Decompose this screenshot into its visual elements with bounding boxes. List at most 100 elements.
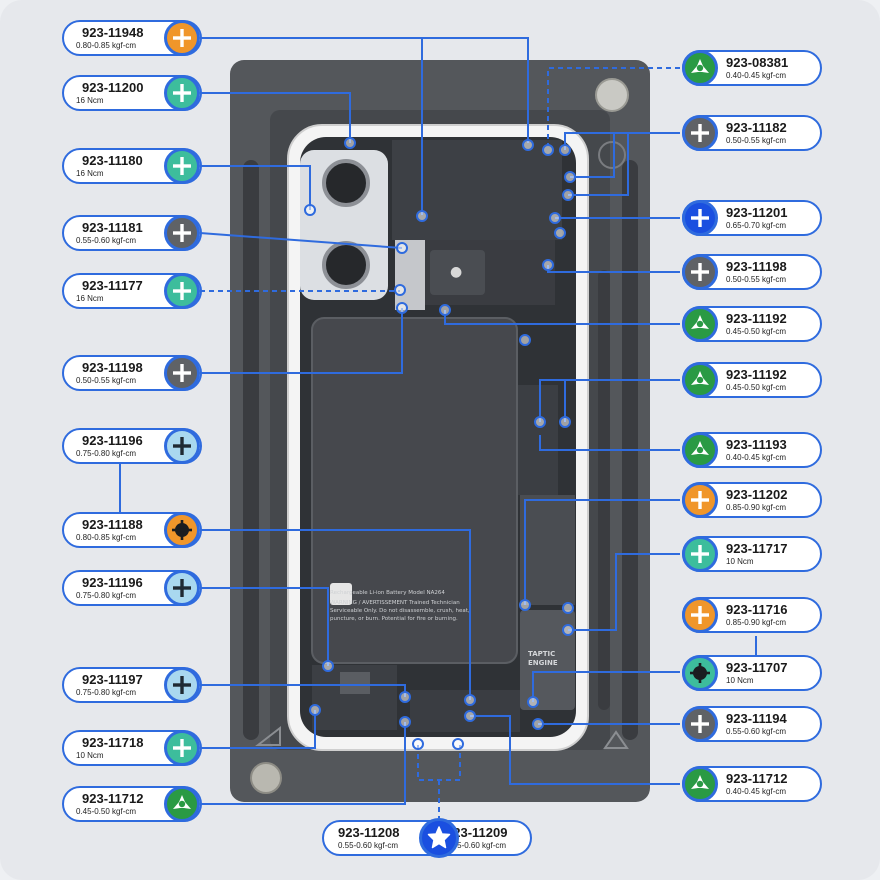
phillips-screw-icon (682, 597, 718, 633)
phillips-screw-icon (164, 428, 200, 464)
phillips-screw-icon-glyph (691, 491, 709, 509)
phillips-screw-icon (164, 355, 200, 391)
torque-spec: 0.50-0.55 kgf-cm (76, 376, 137, 385)
torque-spec: 0.75-0.80 kgf-cm (76, 449, 137, 458)
part-number: 923-11208 (338, 825, 400, 840)
tri-point-screw-icon (682, 50, 718, 86)
phillips-screw-icon (682, 536, 718, 572)
phillips-screw-icon-glyph (173, 676, 191, 694)
standoff-screw-icon (164, 512, 200, 548)
callout-line (200, 587, 329, 666)
screw-location-marker (519, 599, 531, 611)
torque-spec: 0.55-0.60 kgf-cm (726, 727, 787, 736)
battery-warning-line-1: Rechargeable Li-ion Battery Model NA264 (330, 590, 445, 596)
torque-spec: 10 Ncm (76, 751, 104, 760)
torque-spec: 0.75-0.80 kgf-cm (76, 591, 137, 600)
phillips-screw-icon-glyph (173, 29, 191, 47)
torque-spec: 0.80-0.85 kgf-cm (76, 41, 137, 50)
screw-location-marker (322, 660, 334, 672)
part-number: 923-11712 (726, 771, 788, 786)
screw-location-marker (532, 718, 544, 730)
part-number: 923-11188 (82, 517, 143, 532)
phillips-screw-icon-glyph (173, 437, 191, 455)
tri-point-screw-icon-glyph (691, 371, 709, 385)
screw-location-marker (452, 738, 464, 750)
battery-warning-line-3: Serviceable Only. Do not disassemble, cr… (330, 608, 470, 614)
side-connector-area (518, 385, 558, 495)
screw-location-marker (559, 416, 571, 428)
taptic-label-1: TAPTIC (528, 650, 555, 658)
part-number: 923-11177 (82, 278, 143, 293)
part-number: 923-11196 (82, 575, 143, 590)
phillips-screw-icon-glyph (173, 579, 191, 597)
callout-line (417, 745, 461, 781)
phillips-screw-icon (164, 570, 200, 606)
soc-shield (430, 250, 485, 295)
part-number: 923-11196 (82, 433, 143, 448)
tri-point-screw-icon-glyph (691, 59, 709, 73)
part-number: 923-11209 (446, 825, 508, 840)
callout-line (200, 308, 403, 374)
screw-location-marker (562, 624, 574, 636)
phillips-screw-icon-glyph (691, 209, 709, 227)
phillips-screw-icon-glyph (173, 739, 191, 757)
standoff-screw-icon-glyph (172, 520, 192, 540)
callout-line (200, 684, 406, 697)
screw-location-marker (562, 602, 574, 614)
part-number: 923-11202 (726, 487, 788, 502)
callout-line (200, 722, 406, 805)
callout-line (444, 310, 680, 325)
callout-line (539, 379, 565, 422)
callout-line (568, 133, 629, 196)
torque-spec: 16 Ncm (76, 294, 104, 303)
callout-line (200, 710, 316, 749)
part-number: 923-11193 (726, 437, 787, 452)
screw-location-marker (522, 139, 534, 151)
torque-spec: 10 Ncm (726, 557, 754, 566)
phillips-screw-icon (164, 75, 200, 111)
phillips-screw-icon (682, 200, 718, 236)
screw-location-marker (396, 302, 408, 314)
screw-location-marker (519, 334, 531, 346)
callout-line (524, 499, 680, 605)
torque-spec: 0.40-0.45 kgf-cm (726, 71, 787, 80)
logic-board-top (392, 140, 562, 240)
torque-spec: 0.45-0.50 kgf-cm (726, 383, 787, 392)
fixture-alignment-mark (598, 141, 626, 169)
callout-line (199, 232, 403, 249)
phillips-screw-icon-glyph (173, 282, 191, 300)
side-flex-bracket (520, 495, 575, 605)
callout-line (547, 265, 680, 273)
part-number: 923-11194 (726, 711, 787, 726)
battery-qr-mark (330, 583, 352, 605)
phillips-screw-icon (682, 482, 718, 518)
part-number: 923-11948 (82, 25, 144, 40)
screw-location-marker (399, 716, 411, 728)
tri-point-screw-icon (682, 766, 718, 802)
callout-line (539, 435, 680, 451)
screw-location-marker (562, 189, 574, 201)
tri-point-screw-icon (682, 362, 718, 398)
part-number: 923-11181 (82, 220, 143, 235)
screw-location-marker (396, 242, 408, 254)
battery-warning-line-2: WARNING / AVERTISSEMENT Trained Technici… (330, 600, 460, 606)
phillips-screw-icon-glyph (173, 157, 191, 175)
torque-spec: 0.85-0.90 kgf-cm (726, 618, 787, 627)
callout-line (470, 715, 680, 785)
callout-line (200, 165, 311, 210)
phillips-screw-icon-glyph (173, 84, 191, 102)
tri-point-screw-icon (682, 432, 718, 468)
callout-line (570, 133, 615, 178)
phillips-screw-icon-glyph (691, 545, 709, 563)
fixture-arrow-left (255, 725, 281, 746)
phillips-screw-icon (682, 115, 718, 151)
tri-point-screw-icon (164, 786, 200, 822)
phillips-screw-icon (164, 215, 200, 251)
part-number: 923-11192 (726, 311, 787, 326)
torque-spec: 0.55-0.60 kgf-cm (446, 841, 507, 850)
phillips-screw-icon-glyph (691, 124, 709, 142)
fixture-arrow-right (603, 730, 629, 749)
screw-location-marker (534, 416, 546, 428)
part-number: 923-11182 (726, 120, 787, 135)
